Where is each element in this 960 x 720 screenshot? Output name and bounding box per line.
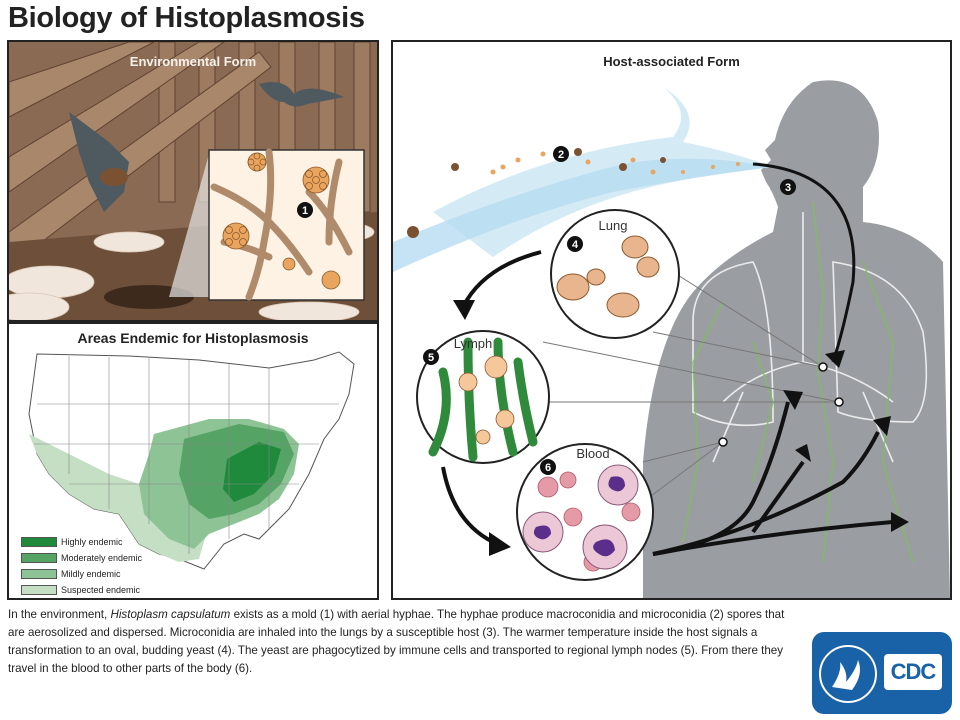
lymph-label: Lymph (454, 336, 493, 351)
caption: In the environment, Histoplasm capsulatu… (8, 608, 785, 675)
stage-1-marker: 1 (302, 205, 308, 217)
host-illustration: 2 3 4 Lung (393, 80, 950, 598)
stage-5-marker: 5 (428, 352, 434, 364)
cdc-logo: CDC (812, 632, 952, 714)
stage-6-marker: 6 (545, 462, 551, 474)
environmental-form-panel: 1 Environmental Form (7, 40, 379, 322)
blood-label: Blood (576, 446, 609, 461)
legend-item: Mildly endemic (21, 566, 142, 582)
host-form-title: Host-associated Form (603, 54, 740, 69)
lung-label: Lung (599, 218, 628, 233)
bat-icon (259, 81, 344, 107)
attic-illustration: 1 (9, 42, 377, 320)
page-title: Biology of Histoplasmosis (8, 2, 365, 34)
stage-2-marker: 2 (558, 149, 564, 161)
environmental-form-title: Environmental Form (129, 54, 257, 69)
endemic-map-panel: Areas Endemic for Histoplasmosis Highly … (7, 322, 379, 600)
cdc-wordmark: CDC (884, 654, 942, 690)
legend-item: Moderately endemic (21, 550, 142, 566)
legend-item: Highly endemic (21, 534, 142, 550)
species-name: Histoplasm capsulatum (110, 608, 231, 621)
endemic-map-title: Areas Endemic for Histoplasmosis (77, 330, 309, 346)
stage-4-marker: 4 (572, 239, 579, 251)
us-map (28, 351, 355, 570)
hhs-seal-icon (819, 645, 877, 703)
bat-icon (69, 112, 129, 212)
host-form-panel: Host-associated Form (391, 40, 952, 600)
legend-item: Suspected endemic (21, 582, 142, 598)
map-legend: Highly endemic Moderately endemic Mildly… (21, 534, 142, 598)
stage-3-marker: 3 (785, 182, 791, 194)
